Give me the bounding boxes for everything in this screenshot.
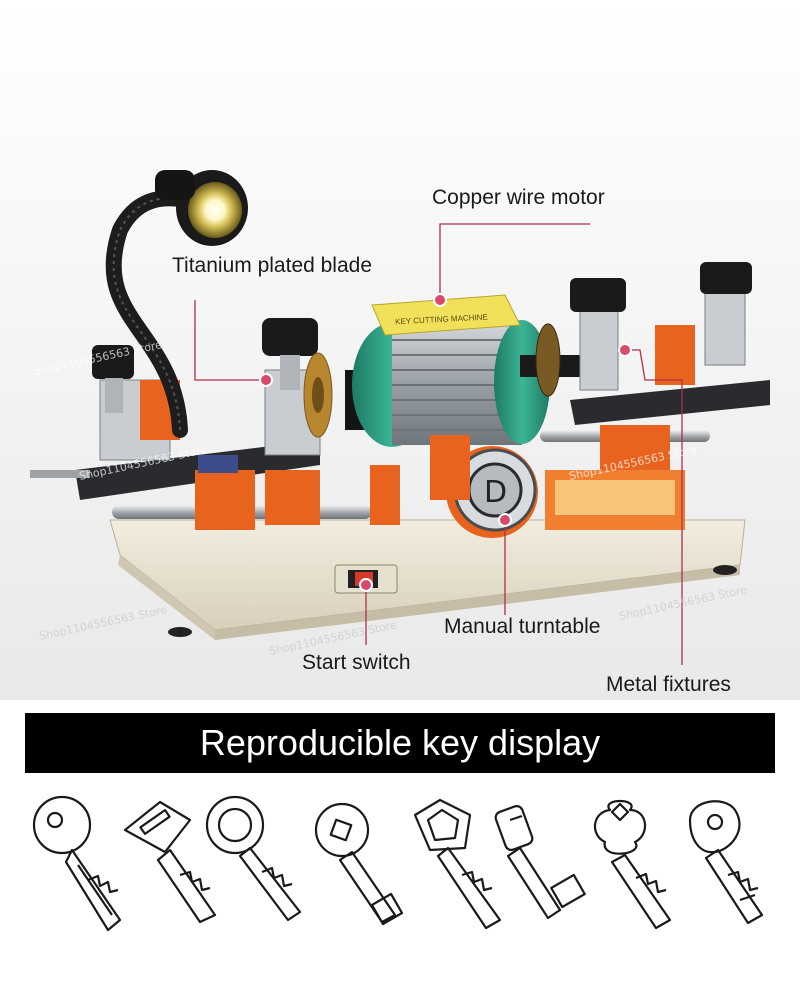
- key-pentagon-head-icon: [413, 798, 502, 930]
- banner-text: Reproducible key display: [199, 722, 601, 763]
- titanium-blade: [303, 352, 333, 438]
- callout-start-switch: Start switch: [302, 651, 411, 674]
- key-ornate-head-icon: [594, 800, 672, 930]
- key-cross-head-icon: [314, 802, 404, 926]
- key-slim-tab-icon: [494, 805, 586, 920]
- callout-copper-wire-motor: Copper wire motor: [432, 186, 605, 209]
- key-double-ring-icon: [205, 795, 302, 922]
- right-metal-fixture: [545, 262, 770, 530]
- left-knobs: [92, 318, 318, 413]
- machine-base: [109, 519, 746, 640]
- key-rectangular-slot-icon: [123, 800, 217, 924]
- key-round-head-icon: [32, 795, 122, 932]
- callout-dots: [259, 293, 632, 592]
- left-metal-fixture: [30, 369, 321, 530]
- svg-text:D: D: [484, 475, 507, 510]
- product-photo: KEY CUTTING MACHINE D: [0, 0, 800, 700]
- callout-metal-fixtures: Metal fixtures: [606, 673, 731, 696]
- key-display: [32, 795, 764, 932]
- callout-manual-turntable: Manual turntable: [444, 615, 601, 638]
- callout-lines: [194, 223, 683, 665]
- right-blade: [535, 323, 561, 397]
- callout-titanium-plated-blade: Titanium plated blade: [172, 254, 373, 277]
- manual-turntable: D: [370, 435, 538, 538]
- key-angled-head-icon: [688, 800, 764, 925]
- gooseneck-lamp: [105, 170, 248, 438]
- banner: Reproducible key display: [25, 713, 775, 773]
